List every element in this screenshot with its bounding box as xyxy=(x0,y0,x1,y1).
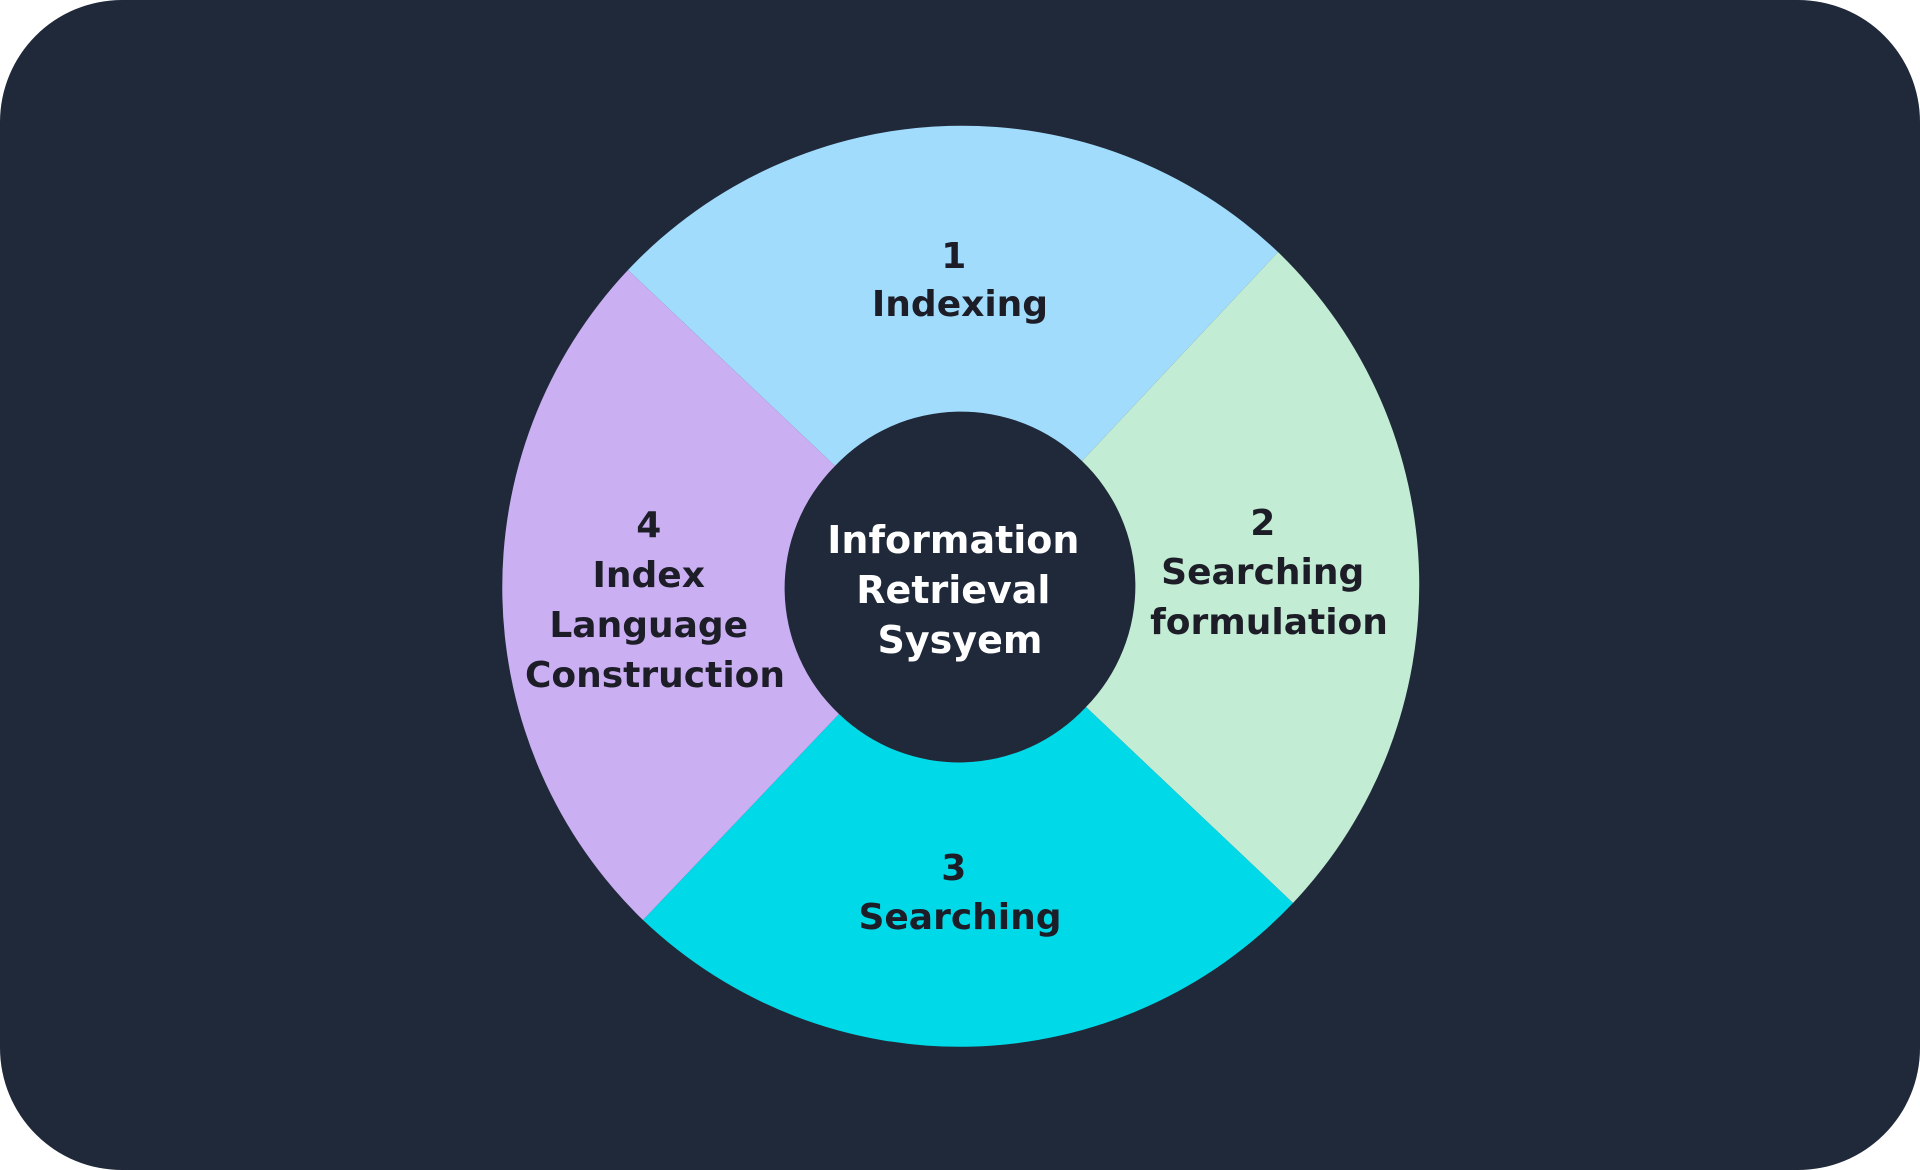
segment-searching-formulation xyxy=(1082,252,1420,903)
segment-indexing xyxy=(628,125,1278,467)
segment-3-number: 3 xyxy=(941,848,966,889)
segment-4-text: 4 Index Language Construction xyxy=(525,505,785,696)
segment-1-text: 1 Indexing xyxy=(872,236,1048,325)
center-line-1: Information xyxy=(827,518,1079,562)
segment-searching xyxy=(643,707,1293,1047)
segment-3-text: 3 Searching xyxy=(858,848,1061,938)
center-line-3: Sysyem xyxy=(878,618,1043,662)
segment-4-label-line-2: Language xyxy=(549,605,748,646)
segment-2-text: 2 Searching formulation xyxy=(1150,503,1388,643)
segment-2-label-line-1: Searching xyxy=(1161,552,1364,593)
segment-1-label: Indexing xyxy=(872,284,1048,325)
segment-3-label: Searching xyxy=(858,897,1061,938)
segment-1-number: 1 xyxy=(941,236,966,277)
segment-4-number: 4 xyxy=(636,505,661,546)
segment-index-language-construction xyxy=(502,270,839,920)
segment-4-label-line-1: Index xyxy=(593,555,705,596)
segment-2-label-line-2: formulation xyxy=(1150,602,1388,643)
center-hub xyxy=(787,413,1133,759)
center-line-2: Retrieval xyxy=(856,568,1050,612)
segment-4-label-line-3: Construction xyxy=(525,655,785,696)
center-title: Information Retrieval Sysyem xyxy=(827,518,1092,662)
segment-2-number: 2 xyxy=(1250,503,1275,544)
